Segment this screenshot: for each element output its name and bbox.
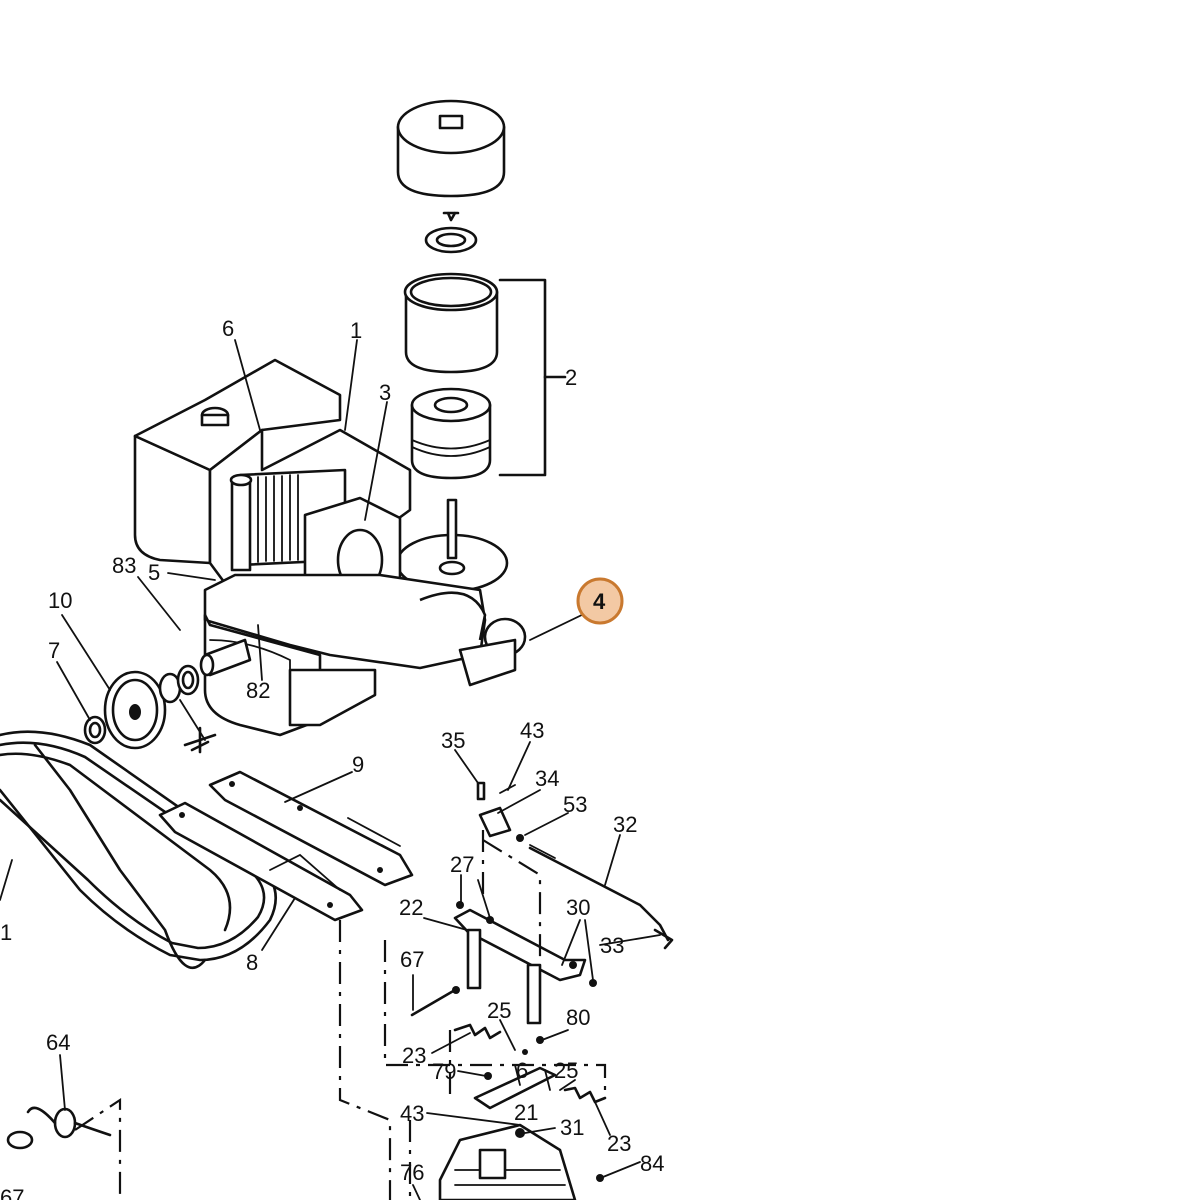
- highlighted-callout-4[interactable]: 4: [576, 577, 624, 625]
- pre-cleaner-sleeve: [403, 272, 499, 374]
- drive-belt: [0, 730, 277, 970]
- callout-22: 22: [399, 895, 423, 920]
- springs: [453, 1023, 607, 1104]
- callout-7: 7: [48, 638, 60, 663]
- callout-24-a: 25: [487, 998, 511, 1023]
- belt-guard-lower: [158, 801, 364, 922]
- filter-bracket: [498, 278, 567, 477]
- assembly-dash-lines: [74, 830, 607, 1200]
- callout-27: 31: [560, 1115, 584, 1140]
- callout-23-b: 23: [607, 1131, 631, 1156]
- callout-79: 79: [432, 1059, 456, 1084]
- callout-32: 34: [535, 766, 559, 791]
- callout-76: 76: [400, 1160, 424, 1185]
- callout-53: 67: [400, 947, 424, 972]
- governor-bracket: [453, 901, 597, 1025]
- engine: [133, 358, 527, 737]
- air-filter-element: [410, 387, 492, 480]
- callout-3: 3: [379, 380, 391, 405]
- washer-top: [424, 226, 478, 254]
- callout-25-a: 27: [450, 852, 474, 877]
- callout-43: 43: [400, 1101, 424, 1126]
- callout-83: 83: [112, 553, 136, 578]
- wing-nut: [442, 211, 460, 222]
- spacer-washers: [158, 664, 200, 704]
- callout-4: 4: [593, 589, 606, 614]
- callout-31: 33: [600, 933, 624, 958]
- torsion-spring: [26, 1106, 112, 1139]
- throttle-rod: [528, 844, 674, 950]
- callout-8: 8: [246, 950, 258, 975]
- callout-24-b: 25: [554, 1058, 578, 1083]
- belt-guard-upper: [208, 770, 414, 887]
- linkage-bolts: [476, 781, 524, 842]
- callout-23-a: 23: [402, 1043, 426, 1068]
- callout-64: 64: [46, 1030, 70, 1055]
- engine-pulley: [103, 670, 167, 750]
- bushing: [6, 1130, 34, 1150]
- callout-labels: 6 1 3 2 5 83 10 7 82 9 8 1 35 43 34 53 3…: [0, 316, 664, 1200]
- callout-9: 9: [352, 752, 364, 777]
- callout-33: 35: [441, 728, 465, 753]
- long-bolt: [410, 986, 460, 1017]
- callout-5: 5: [148, 560, 160, 585]
- callout-82: 82: [246, 678, 270, 703]
- lever-plate: [473, 1064, 557, 1110]
- washer-left: [83, 715, 107, 745]
- callout-80: 80: [566, 1005, 590, 1030]
- callout-67: 67: [0, 1185, 24, 1200]
- highlight-marker[interactable]: [576, 577, 624, 625]
- callout-1: 1: [350, 318, 362, 343]
- callout-84: 84: [640, 1151, 664, 1176]
- filter-base-plate: [395, 498, 509, 593]
- crankshaft: [199, 638, 252, 677]
- callout-2: 2: [565, 365, 577, 390]
- callout-6-lower: 6: [516, 1058, 528, 1083]
- callout-1-left: 1: [0, 920, 12, 945]
- callout-21: 21: [514, 1100, 538, 1125]
- leader-lines: [0, 339, 661, 1200]
- callout-25-b: 30: [566, 895, 590, 920]
- carburetor: [438, 1123, 604, 1200]
- callout-34: 43: [520, 718, 544, 743]
- callout-35: 53: [563, 792, 587, 817]
- callout-10: 10: [48, 588, 72, 613]
- callout-6: 6: [222, 316, 234, 341]
- callout-30: 32: [613, 812, 637, 837]
- air-cleaner-cover: [396, 99, 506, 198]
